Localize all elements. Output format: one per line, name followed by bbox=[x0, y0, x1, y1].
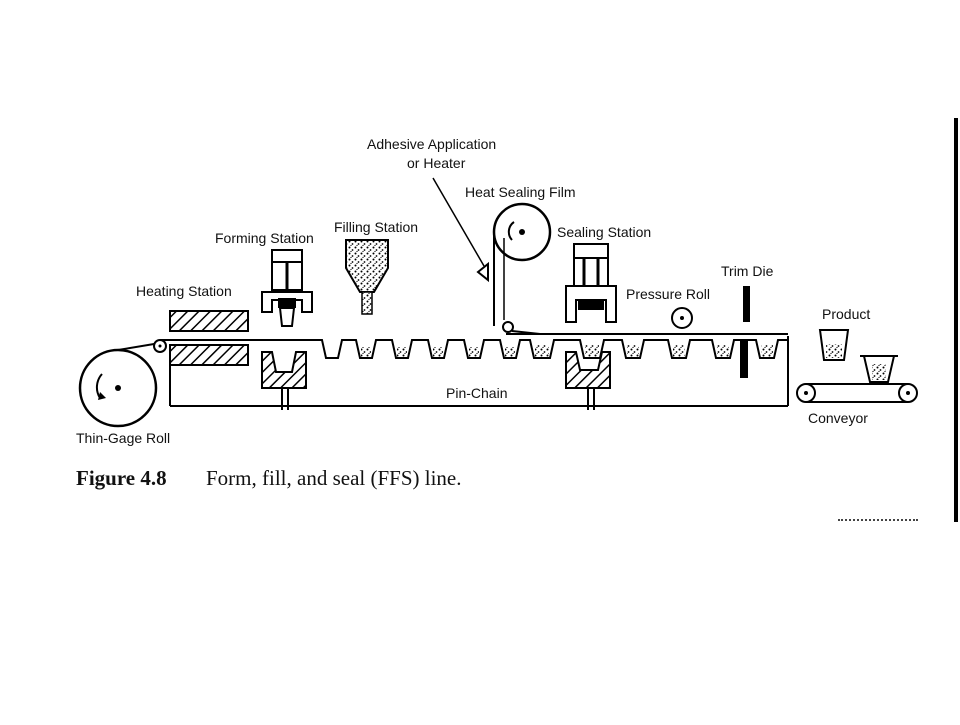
heating-station bbox=[169, 310, 249, 366]
figure-caption: Form, fill, and seal (FFS) line. bbox=[206, 466, 462, 490]
thin-gage-roll bbox=[78, 342, 161, 428]
conveyor bbox=[796, 383, 918, 403]
pressure-roll bbox=[671, 307, 693, 329]
filling-station bbox=[345, 239, 389, 315]
sealing-station-label: Sealing Station bbox=[557, 224, 652, 240]
pressure-roll-label: Pressure Roll bbox=[626, 286, 711, 302]
forming-station-label: Forming Station bbox=[215, 230, 314, 246]
thin-gage-roll-label: Thin-Gage Roll bbox=[76, 430, 171, 446]
heat-sealing-film-label: Heat Sealing Film bbox=[465, 184, 576, 200]
formed-web bbox=[160, 333, 788, 359]
guide-roller bbox=[153, 339, 167, 353]
conveyor-label: Conveyor bbox=[808, 410, 868, 426]
heating-station-label: Heating Station bbox=[136, 283, 232, 299]
page-edge-bar bbox=[954, 118, 958, 522]
forming-station bbox=[261, 249, 313, 410]
adhesive-application-label: Adhesive Application bbox=[367, 136, 497, 152]
trim-die-label: Trim Die bbox=[721, 263, 774, 279]
sealing-station bbox=[565, 243, 617, 410]
pin-chain-label: Pin-Chain bbox=[446, 385, 508, 401]
adhesive-applicator bbox=[432, 177, 489, 283]
product-label: Product bbox=[822, 306, 871, 322]
product-cups bbox=[818, 329, 898, 383]
adhesive-heater-label: or Heater bbox=[407, 155, 466, 171]
filling-station-label: Filling Station bbox=[334, 219, 419, 235]
heat-sealing-film-roll bbox=[492, 202, 552, 335]
scan-artifact bbox=[838, 519, 918, 525]
figure-number: Figure 4.8 bbox=[76, 466, 167, 490]
trim-die bbox=[740, 286, 750, 378]
